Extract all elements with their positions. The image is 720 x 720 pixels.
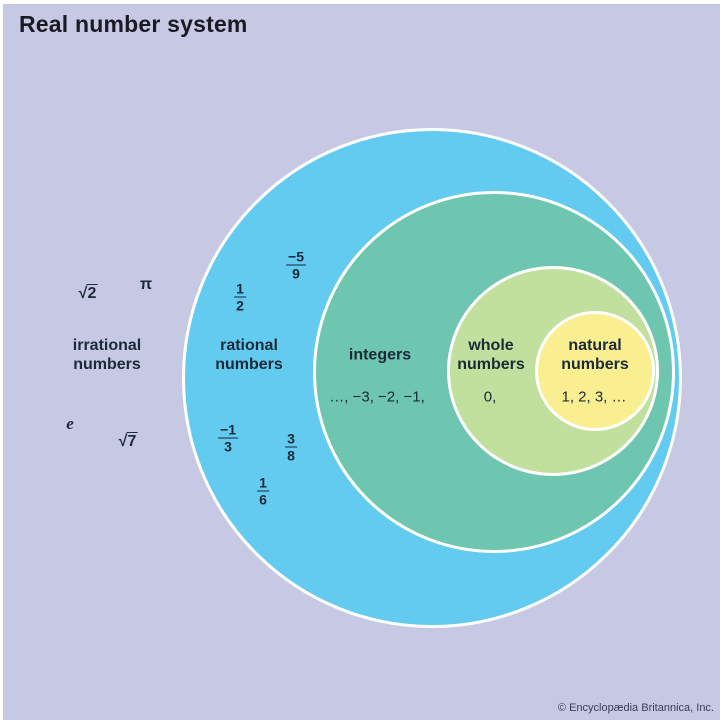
copyright-notice: © Encyclopædia Britannica, Inc. xyxy=(557,702,714,714)
pi-example: π xyxy=(139,276,153,293)
rational-label-line1: rational xyxy=(220,337,278,354)
fraction-neg-five-ninths: −5 9 xyxy=(286,250,306,281)
natural-numbers-label: natural numbers xyxy=(561,336,629,374)
frame-border-left xyxy=(0,0,3,720)
fraction-one-half: 1 2 xyxy=(234,282,246,313)
whole-label-line2: numbers xyxy=(457,356,525,373)
radical-sign: √ xyxy=(118,433,128,450)
radicand: 7 xyxy=(126,432,138,450)
fraction-denominator: 3 xyxy=(224,438,232,455)
fraction-denominator: 6 xyxy=(259,491,267,508)
fraction-denominator: 2 xyxy=(236,297,244,314)
integers-label-line1: integers xyxy=(348,346,412,364)
fraction-denominator: 9 xyxy=(292,265,300,282)
fraction-numerator: −5 xyxy=(286,248,306,266)
fraction-three-eighths: 3 8 xyxy=(285,432,297,463)
fraction-numerator: 3 xyxy=(285,430,297,448)
integers-examples: …, −3, −2, −1, xyxy=(329,388,425,406)
irrational-label-line1: irrational xyxy=(72,337,142,354)
natural-label-line2: numbers xyxy=(561,356,629,373)
natural-label-line1: natural xyxy=(568,337,622,354)
integers-label: integers xyxy=(349,346,411,365)
irrational-numbers-label: irrational numbers xyxy=(73,336,141,374)
radical-sign: √ xyxy=(78,285,88,302)
fraction-numerator: 1 xyxy=(234,280,246,298)
fraction-neg-one-third: −1 3 xyxy=(218,423,238,454)
fraction-numerator: −1 xyxy=(218,421,238,439)
fraction-numerator: 1 xyxy=(257,474,269,492)
natural-numbers-examples: 1, 2, 3, … xyxy=(561,388,627,406)
rational-numbers-label: rational numbers xyxy=(215,336,283,374)
whole-numbers-examples: 0, xyxy=(483,388,497,406)
rational-label-line2: numbers xyxy=(215,356,283,373)
frame-border-top xyxy=(0,0,720,4)
page-title: Real number system xyxy=(19,11,248,37)
sqrt-7-example: √7 xyxy=(118,432,138,451)
whole-numbers-label: whole numbers xyxy=(457,336,525,374)
fraction-one-sixth: 1 6 xyxy=(257,476,269,507)
e-example: e xyxy=(66,414,74,433)
fraction-denominator: 8 xyxy=(287,447,295,464)
sqrt-2-example: √2 xyxy=(78,284,98,303)
whole-label-line1: whole xyxy=(468,337,514,354)
natural-numbers-circle xyxy=(535,311,655,431)
radicand: 2 xyxy=(86,284,98,302)
irrational-label-line2: numbers xyxy=(73,356,141,373)
